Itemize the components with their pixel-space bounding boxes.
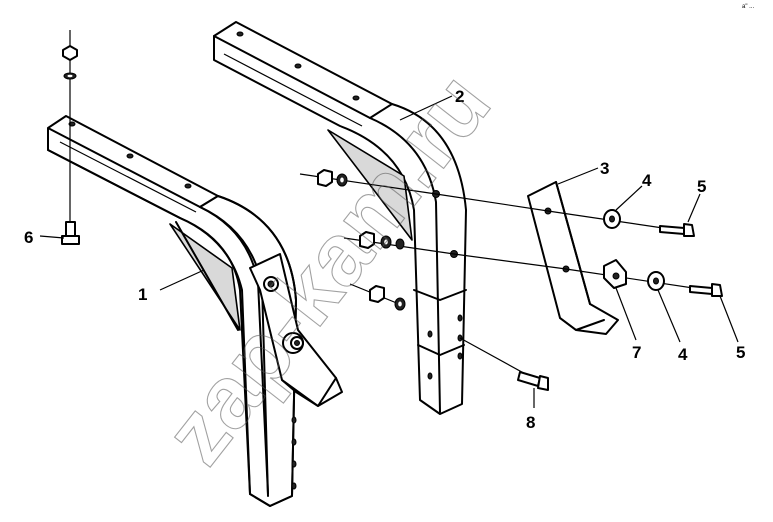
callout-8: 8 [526,413,535,432]
part-8-bolt [459,337,549,391]
leader-lines [39,95,739,408]
callout-5-top: 5 [697,177,706,196]
callout-6: 6 [24,228,33,247]
part-2-nuts-washers [299,169,455,311]
callout-3: 3 [600,159,609,178]
hardware-right [547,209,723,297]
callout-labels: 1 2 3 4 5 6 7 4 5 8 [24,87,745,432]
callout-4-bottom: 4 [678,345,688,364]
part-1-top-hardware [62,30,78,238]
callout-1: 1 [138,285,147,304]
part-6-bolt [61,221,80,245]
callout-7: 7 [632,343,641,362]
callout-2: 2 [455,87,464,106]
callout-5-bottom: 5 [736,343,745,362]
corner-mark: a" ... [742,4,754,10]
callout-4-top: 4 [642,171,652,190]
part-2-bracket [213,21,467,415]
part-1-bracket [47,115,343,507]
